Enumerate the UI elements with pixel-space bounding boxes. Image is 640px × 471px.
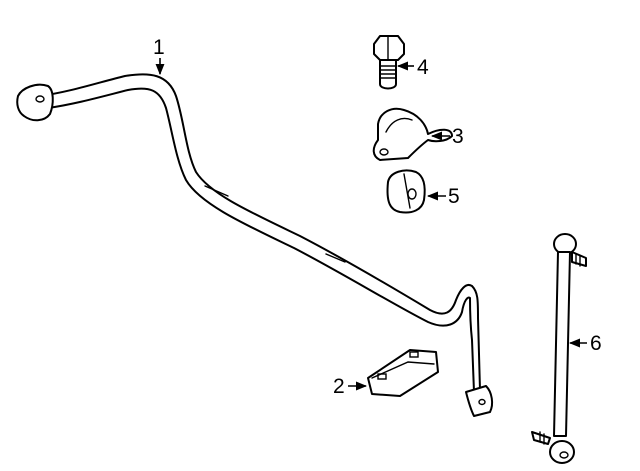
svg-text:5: 5	[448, 185, 460, 208]
stabilizer-bar	[16, 73, 494, 417]
callout-5: 5	[426, 185, 460, 208]
callout-6: 6	[568, 332, 602, 355]
svg-text:4: 4	[417, 56, 429, 79]
callout-1: 1	[153, 36, 165, 76]
bracket	[372, 107, 453, 161]
svg-text:6: 6	[590, 332, 602, 355]
callout-4: 4	[396, 56, 429, 79]
callout-3: 3	[430, 125, 464, 148]
svg-text:3: 3	[452, 125, 464, 148]
callout-2: 2	[333, 375, 368, 398]
svg-text:2: 2	[333, 375, 345, 398]
pad	[367, 349, 439, 397]
stabilizer-link	[531, 233, 587, 464]
svg-text:1: 1	[153, 36, 165, 59]
bushing	[386, 169, 426, 214]
bolt	[373, 35, 405, 90]
